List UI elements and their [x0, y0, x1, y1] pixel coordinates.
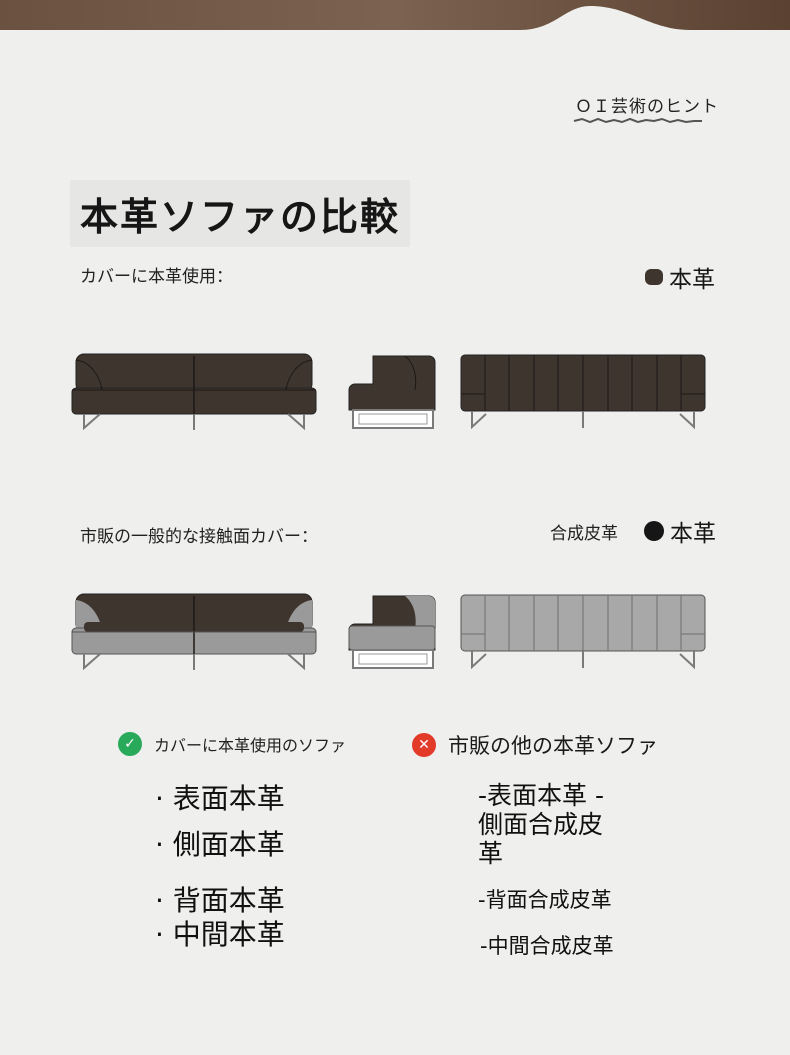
- legend-leather-label: 本革: [669, 267, 715, 293]
- list-item: 側面合成皮: [478, 809, 604, 839]
- comparison-right-header: ✕ 市販の他の本革ソファ: [412, 730, 658, 760]
- legend-synthetic-label: 合成皮革: [550, 523, 618, 544]
- list-item: · 背面本革: [155, 884, 285, 918]
- list-item: · 表面本革: [155, 782, 285, 815]
- sofa-side-view-mixed: [348, 595, 436, 669]
- sofa-back-view-mixed: [460, 594, 706, 670]
- sofa-side-view-leather: [348, 355, 436, 429]
- list-item: 革: [478, 838, 504, 868]
- section1-label: カバーに本革使用：: [80, 267, 233, 287]
- top-wood-banner: [0, 0, 790, 30]
- sofa-back-view-leather: [460, 354, 706, 430]
- list-item: · 側面本革: [155, 828, 285, 862]
- list-item: · 中間本革: [155, 918, 285, 952]
- page-title: 本革ソファの比較: [70, 180, 411, 247]
- section2-legend: 合成皮革 本革: [550, 514, 716, 548]
- comparison-left-title: カバーに本革使用のソファ: [154, 736, 347, 755]
- section2-label: 市販の一般的な接触面カバー：: [80, 527, 318, 547]
- comparison-left-list: · 表面本革 · 側面本革 · 背面本革 · 中間本革: [155, 782, 285, 953]
- brand-underline-decoration: [573, 117, 702, 124]
- comparison-left-header: ✓ カバーに本革使用のソファ: [118, 732, 346, 756]
- comparison-right-item-back: -背面合成皮革: [478, 888, 612, 912]
- sofa-front-view-leather: [71, 353, 317, 431]
- cross-icon: ✕: [412, 733, 436, 757]
- comparison-right-title: 市販の他の本革ソファ: [448, 734, 658, 758]
- legend-leather-label-2: 本革: [670, 521, 716, 547]
- check-icon: ✓: [118, 732, 142, 756]
- list-item: -表面本革 -: [478, 781, 604, 810]
- leather-swatch-icon: [645, 269, 663, 285]
- leather-dot-icon: [644, 521, 664, 541]
- comparison-right-item-middle: -中間合成皮革: [480, 934, 614, 958]
- brand-name: ＯＩ芸術のヒント: [575, 97, 719, 117]
- sofa-front-view-mixed: [71, 593, 317, 671]
- section1-legend: 本革: [645, 260, 715, 294]
- comparison-right-list: -表面本革 - 側面合成皮 革: [478, 781, 604, 868]
